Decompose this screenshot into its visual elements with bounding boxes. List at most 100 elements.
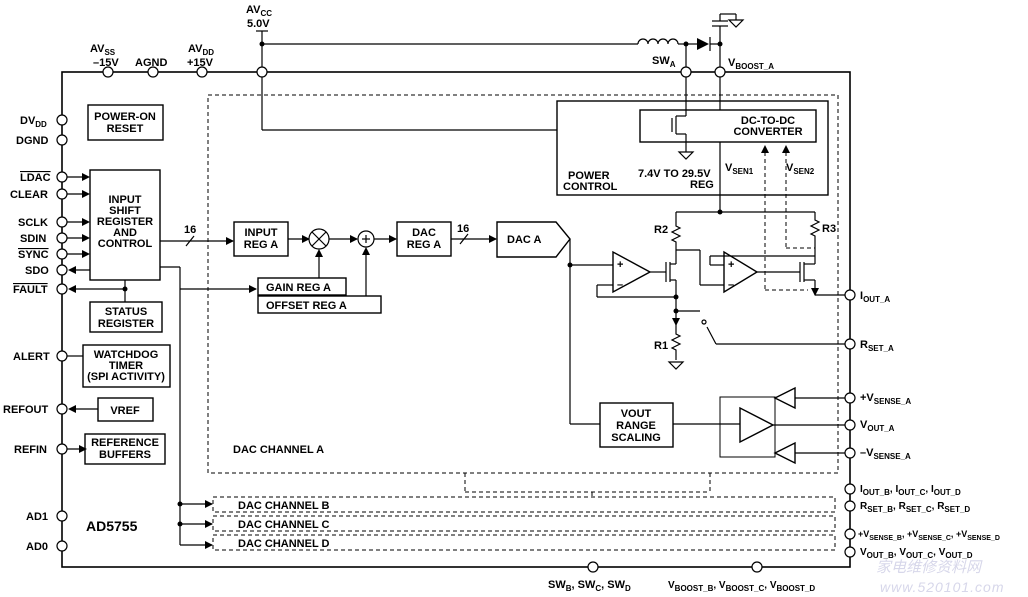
svg-text:+: + <box>728 259 734 271</box>
pin-refin: REFIN <box>14 443 68 456</box>
pin-sync: SYNC <box>18 248 68 261</box>
resistor-r3 <box>809 212 821 256</box>
external-capacitor <box>712 13 745 28</box>
dac-channel-a-boundary <box>207 94 839 474</box>
svg-text:IOUT_B, IOUT_C, IOUT_D: IOUT_B, IOUT_C, IOUT_D <box>860 484 961 497</box>
svg-text:5.0V: 5.0V <box>247 18 270 30</box>
svg-text:DAC CHANNEL C: DAC CHANNEL C <box>238 519 330 531</box>
pin-avss: AVSS –15V <box>90 43 119 78</box>
gain-reg-a-block <box>257 277 347 296</box>
bus-width-2: 16 <box>457 223 469 235</box>
svg-text:OFFSET REG A: OFFSET REG A <box>266 300 347 312</box>
svg-text:REFIN: REFIN <box>14 444 47 456</box>
svg-text:–: – <box>617 279 623 291</box>
vout-amp-box <box>719 396 776 458</box>
svg-text:REFOUT: REFOUT <box>3 404 49 416</box>
status-register-block <box>89 301 163 333</box>
pin-alert: ALERT <box>13 350 68 363</box>
input-shift-register-block <box>89 169 161 281</box>
opamp-1: + – <box>612 250 652 294</box>
svg-text:VSEN1: VSEN1 <box>725 162 754 176</box>
pin-ldac: LDAC <box>20 171 68 184</box>
dac-reg-a-block <box>396 221 452 257</box>
pin-swa: SWA <box>652 55 692 78</box>
pin-vsense-bcd: +VSENSE_B, +VSENSE_C, +VSENSE_D <box>844 528 1000 542</box>
pin-rset-bcd: RSET_B, RSET_C, RSET_D <box>844 500 970 514</box>
external-inductor <box>637 38 679 45</box>
pin-sclk: SCLK <box>18 216 68 229</box>
r3-label: R3 <box>822 223 836 235</box>
vout-range-scaling-block <box>599 402 674 448</box>
svg-text:GAIN REG A: GAIN REG A <box>266 282 331 294</box>
svg-text:AGND: AGND <box>135 57 167 69</box>
pin-dvdd: DVDD <box>20 114 68 129</box>
svg-text:DVDD: DVDD <box>20 115 47 129</box>
sense-buffer-plus <box>773 386 796 410</box>
bus-width-1: 16 <box>184 224 196 236</box>
svg-text:–15V: –15V <box>93 57 119 69</box>
svg-text:DAC CHANNEL D: DAC CHANNEL D <box>238 538 330 550</box>
part-number: AD5755 <box>86 518 138 534</box>
watchdog-timer-block <box>82 344 171 388</box>
dac-channel-d-boundary <box>212 534 836 551</box>
svg-text:AD1: AD1 <box>26 511 48 523</box>
resistor-r2 <box>670 222 682 246</box>
watermark-url: www.520101.com <box>880 579 1005 595</box>
svg-text:RSET_A: RSET_A <box>860 339 894 353</box>
svg-text:+15V: +15V <box>187 57 214 69</box>
pin-minus-vsense-a: –VSENSE_A <box>844 447 911 461</box>
svg-text:AVCC: AVCC <box>246 4 272 18</box>
dac-a-block <box>496 221 571 258</box>
svg-text:VBOOST_A: VBOOST_A <box>728 57 774 71</box>
chip-outline <box>61 71 851 568</box>
vsen2-label: VSEN2 <box>786 162 815 176</box>
vout-amplifier <box>739 406 775 444</box>
svg-text:SDIN: SDIN <box>20 233 46 245</box>
pin-ad0: AD0 <box>26 540 68 553</box>
vsen1-label: VSEN1 <box>725 162 754 176</box>
pin-vout-bcd: VOUT_B, VOUT_C, VOUT_D <box>844 546 973 560</box>
pin-ad1: AD1 <box>26 510 68 523</box>
svg-text:FAULT: FAULT <box>13 284 48 296</box>
svg-text:+VSENSE_A: +VSENSE_A <box>860 392 911 406</box>
pin-refout: REFOUT <box>3 403 68 416</box>
dc-dc-converter-block <box>639 109 817 143</box>
pin-plus-vsense-a: +VSENSE_A <box>844 392 911 406</box>
svg-text:IOUT_A: IOUT_A <box>860 290 890 304</box>
pin-rset-a: RSET_A <box>844 338 894 353</box>
svg-text:SWA: SWA <box>652 55 676 69</box>
svg-text:ALERT: ALERT <box>13 351 50 363</box>
pin-sdo: SDO <box>25 264 68 277</box>
r1-label: R1 <box>654 340 668 352</box>
svg-text:+VSENSE_B, +VSENSE_C, +VSENSE_: +VSENSE_B, +VSENSE_C, +VSENSE_D <box>858 529 1000 542</box>
svg-text:AVDD: AVDD <box>188 43 214 57</box>
pin-avdd: AVDD +15V <box>187 43 214 78</box>
dac-channel-a-label: DAC CHANNEL A <box>233 444 324 456</box>
svg-text:DGND: DGND <box>16 135 48 147</box>
sense-buffer-minus <box>773 441 796 465</box>
pin-vout-a: VOUT_A <box>844 419 895 433</box>
pin-sw-bcd: SWB, SWC, SWD <box>548 561 631 593</box>
svg-text:SDO: SDO <box>25 265 49 277</box>
adder-node <box>357 230 375 248</box>
pin-iout-a: IOUT_A <box>844 289 890 304</box>
svg-text:VREF: VREF <box>110 405 140 417</box>
svg-text:+: + <box>617 259 623 271</box>
resistor-r1 <box>670 330 682 360</box>
svg-text:SCLK: SCLK <box>18 217 48 229</box>
svg-text:AD0: AD0 <box>26 541 48 553</box>
pin-sdin: SDIN <box>20 232 68 245</box>
pin-iout-bcd: IOUT_B, IOUT_C, IOUT_D <box>844 483 961 497</box>
svg-text:VBOOST_B, VBOOST_C, VBOOST_D: VBOOST_B, VBOOST_C, VBOOST_D <box>668 580 815 593</box>
svg-text:DAC CHANNEL B: DAC CHANNEL B <box>238 500 330 512</box>
svg-text:LDAC: LDAC <box>20 172 51 184</box>
svg-text:–: – <box>728 279 734 291</box>
pin-dgnd: DGND <box>16 134 68 147</box>
